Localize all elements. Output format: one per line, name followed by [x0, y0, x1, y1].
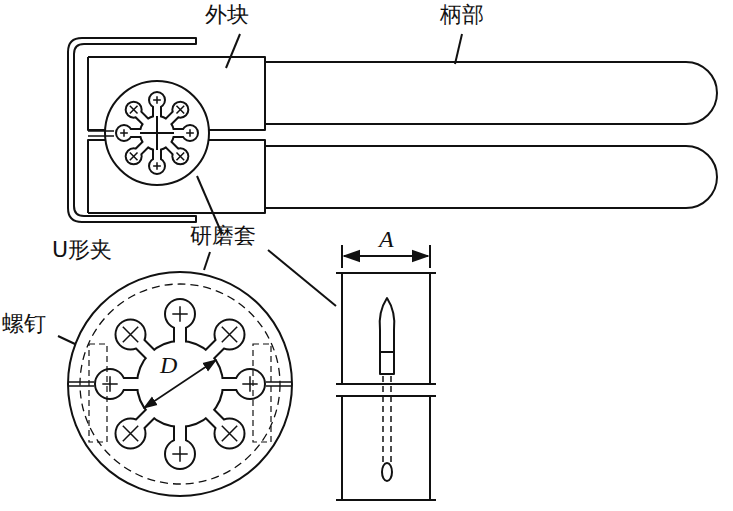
slot-fill	[96, 300, 264, 468]
leader-line	[226, 34, 240, 68]
u-clamp	[68, 38, 196, 222]
upper-handle	[265, 62, 717, 124]
center-mark	[140, 116, 174, 150]
part-label: 螺钉	[2, 312, 46, 336]
leader-line	[204, 252, 210, 270]
lapping-sleeve	[88, 81, 209, 185]
hidden-line	[80, 284, 280, 484]
slot-outline	[96, 300, 264, 468]
part-label: 研磨套	[190, 224, 256, 248]
part-label: A	[379, 226, 394, 252]
part-label: D	[160, 352, 177, 378]
hole-mark	[120, 96, 194, 170]
slit-line	[88, 131, 114, 136]
lapping-sleeve	[68, 272, 292, 496]
part-label: U形夹	[52, 238, 112, 262]
leader-line	[455, 34, 462, 64]
dimension-line	[144, 360, 216, 408]
slot-fill	[117, 93, 197, 173]
sleeve-outline	[68, 272, 292, 496]
slot-outline	[117, 93, 197, 173]
screw-hidden	[89, 344, 107, 442]
leader-line	[268, 250, 336, 306]
part-label: 外块	[205, 3, 249, 27]
part-label: 柄部	[440, 3, 484, 27]
sleeve-outline	[105, 81, 209, 185]
screw-hidden	[253, 344, 271, 442]
hole-mark	[102, 306, 257, 461]
lower-handle	[265, 146, 717, 208]
side-view	[336, 245, 436, 500]
